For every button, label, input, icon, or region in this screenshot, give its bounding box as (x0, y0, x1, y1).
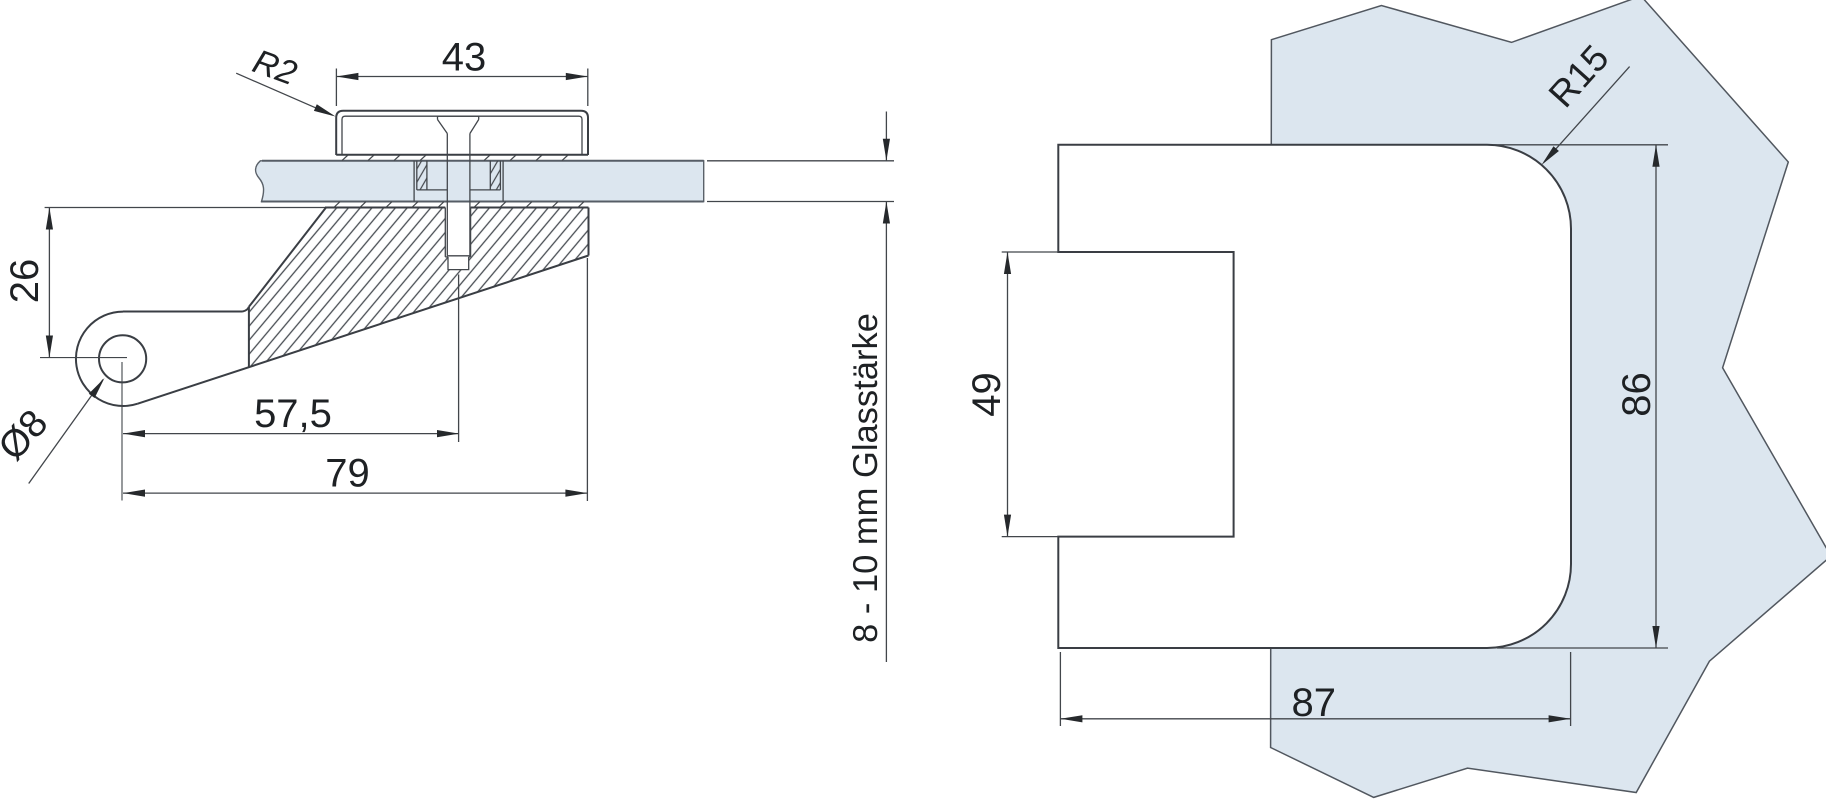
svg-text:86: 86 (1615, 372, 1659, 417)
svg-text:57,5: 57,5 (254, 392, 332, 436)
svg-text:R2: R2 (248, 42, 302, 93)
svg-text:79: 79 (325, 452, 370, 496)
svg-text:49: 49 (965, 372, 1009, 417)
svg-text:87: 87 (1292, 681, 1337, 725)
svg-text:Ø8: Ø8 (0, 402, 56, 469)
svg-text:43: 43 (442, 36, 487, 80)
svg-text:26: 26 (3, 259, 47, 304)
svg-text:8 - 10 mm Glasstärke: 8 - 10 mm Glasstärke (847, 313, 885, 643)
